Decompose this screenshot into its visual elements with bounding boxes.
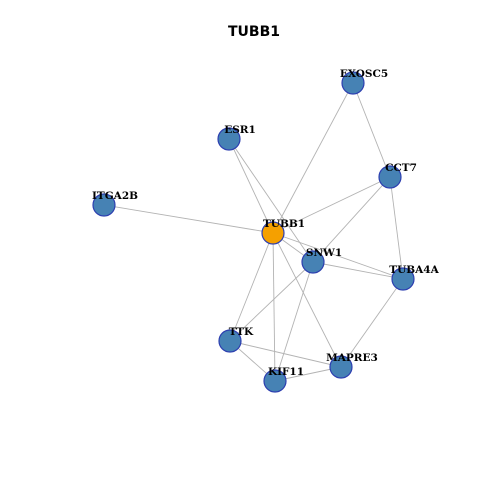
node-circle-esr1[interactable] [217,127,241,151]
node-circle-ttk[interactable] [218,329,242,353]
node-itga2b[interactable]: ITGA2B [92,190,138,217]
node-circle-snw1[interactable] [301,250,325,274]
node-tubb1[interactable]: TUBB1 [261,218,305,245]
node-exosc5[interactable]: EXOSC5 [340,68,388,95]
edge-tubb1-exosc5 [272,82,354,234]
node-circle-tuba4a[interactable] [391,267,415,291]
edge-snw1-ttk [229,261,314,342]
edge-tubb1-ttk [229,232,274,342]
node-circle-mapre3[interactable] [329,355,353,379]
edge-tubb1-itga2b [103,204,274,234]
node-label-itga2b: ITGA2B [92,190,138,202]
edge-tuba4a-mapre3 [340,278,404,368]
edge-tubb1-kif11 [272,232,276,382]
node-snw1[interactable]: SNW1 [301,247,342,274]
node-label-tuba4a: TUBA4A [389,264,439,276]
edges-layer [103,82,404,382]
node-mapre3[interactable]: MAPRE3 [326,352,378,379]
edge-cct7-snw1 [312,176,391,263]
graph-title: TUBB1 [228,24,280,40]
edge-exosc5-cct7 [352,82,391,178]
edge-tubb1-esr1 [228,138,274,234]
node-circle-kif11[interactable] [263,369,287,393]
edge-tubb1-mapre3 [272,232,342,368]
node-circle-itga2b[interactable] [92,193,116,217]
node-label-snw1: SNW1 [306,247,342,259]
node-label-mapre3: MAPRE3 [326,352,378,364]
node-ttk[interactable]: TTK [218,326,254,353]
edge-esr1-snw1 [228,138,314,263]
edge-snw1-tuba4a [312,261,404,280]
node-label-esr1: ESR1 [224,124,256,136]
node-label-cct7: CCT7 [385,162,417,174]
node-label-ttk: TTK [229,326,254,338]
edge-tubb1-cct7 [272,176,391,234]
edge-snw1-kif11 [274,261,314,382]
node-circle-exosc5[interactable] [341,71,365,95]
node-cct7[interactable]: CCT7 [378,162,417,189]
edge-tubb1-tuba4a [272,232,404,280]
node-kif11[interactable]: KIF11 [263,366,304,393]
node-circle-tubb1[interactable] [261,221,285,245]
edge-cct7-tuba4a [389,176,404,280]
edge-ttk-mapre3 [229,340,342,368]
node-label-exosc5: EXOSC5 [340,68,388,80]
node-esr1[interactable]: ESR1 [217,124,256,151]
node-tuba4a[interactable]: TUBA4A [389,264,440,291]
node-label-kif11: KIF11 [268,366,304,378]
node-label-tubb1: TUBB1 [263,218,305,230]
node-circle-cct7[interactable] [378,165,402,189]
